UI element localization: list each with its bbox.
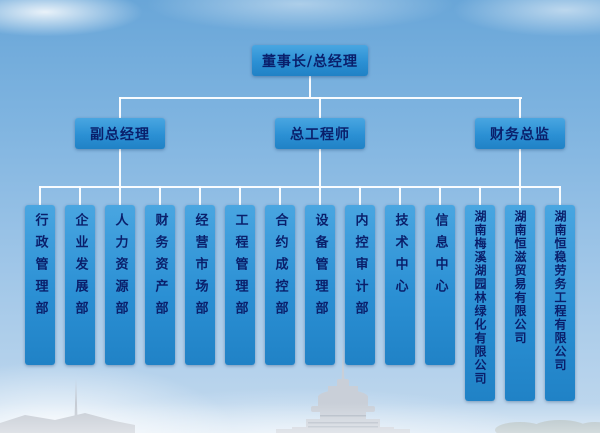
connector-line — [319, 186, 321, 205]
connector-line — [119, 97, 121, 118]
org-node-finance-director: 财务总监 — [475, 118, 565, 149]
connector-line — [79, 186, 81, 205]
org-dept-node: 信息中心 — [425, 205, 455, 365]
connector-line — [159, 186, 161, 205]
org-dept-label: 人力资源部 — [112, 213, 128, 323]
org-dept-node: 财务资产部 — [145, 205, 175, 365]
org-dept-node: 企业发展部 — [65, 205, 95, 365]
connector-line — [319, 97, 321, 118]
org-dept-label: 财务资产部 — [152, 213, 168, 323]
org-company-label: 湖南梅溪湖园林绿化有限公司 — [473, 210, 487, 386]
connector-line — [359, 186, 361, 205]
org-dept-node: 技术中心 — [385, 205, 415, 365]
org-dept-node: 工程管理部 — [225, 205, 255, 365]
connector-line — [199, 186, 201, 205]
org-dept-label: 企业发展部 — [72, 213, 88, 323]
org-dept-node: 设备管理部 — [305, 205, 335, 365]
connector-line — [119, 186, 121, 205]
connector-line — [519, 186, 521, 205]
org-node-finance-director-label: 财务总监 — [490, 126, 550, 143]
org-node-chairman-gm-label: 董事长/总经理 — [261, 53, 359, 70]
connector-line — [309, 76, 311, 97]
org-dept-label: 行政管理部 — [32, 213, 48, 323]
org-dept-label: 经营市场部 — [192, 213, 208, 323]
org-dept-label: 工程管理部 — [232, 213, 248, 323]
org-company-label: 湖南恒滋贸易有限公司 — [513, 210, 527, 345]
org-company-node: 湖南梅溪湖园林绿化有限公司 — [465, 205, 495, 401]
org-company-node: 湖南恒稳劳务工程有限公司 — [545, 205, 575, 401]
org-node-chief-engineer: 总工程师 — [275, 118, 365, 149]
org-dept-node: 行政管理部 — [25, 205, 55, 365]
connector-line — [559, 186, 561, 205]
org-company-node: 湖南恒滋贸易有限公司 — [505, 205, 535, 401]
connector-line — [439, 186, 441, 205]
connector-line — [39, 186, 41, 205]
org-dept-label: 信息中心 — [432, 213, 448, 301]
connector-line — [39, 186, 561, 188]
connector-line — [519, 97, 521, 118]
org-node-chairman-gm: 董事长/总经理 — [252, 45, 368, 76]
org-node-deputy-gm: 副总经理 — [75, 118, 165, 149]
org-dept-node: 经营市场部 — [185, 205, 215, 365]
connector-line — [119, 148, 121, 186]
connector-line — [319, 148, 321, 186]
connector-line — [239, 186, 241, 205]
org-dept-label: 合约成控部 — [272, 213, 288, 323]
connector-line — [399, 186, 401, 205]
org-company-label: 湖南恒稳劳务工程有限公司 — [553, 210, 567, 372]
org-dept-label: 设备管理部 — [312, 213, 328, 323]
org-dept-node: 合约成控部 — [265, 205, 295, 365]
building-silhouette — [0, 343, 600, 433]
org-dept-label: 技术中心 — [392, 213, 408, 301]
org-node-chief-engineer-label: 总工程师 — [290, 126, 350, 143]
org-dept-node: 内控审计部 — [345, 205, 375, 365]
connector-line — [519, 148, 521, 186]
org-dept-label: 内控审计部 — [352, 213, 368, 323]
connector-line — [479, 186, 481, 205]
org-dept-node: 人力资源部 — [105, 205, 135, 365]
org-node-deputy-gm-label: 副总经理 — [90, 126, 150, 143]
connector-line — [279, 186, 281, 205]
